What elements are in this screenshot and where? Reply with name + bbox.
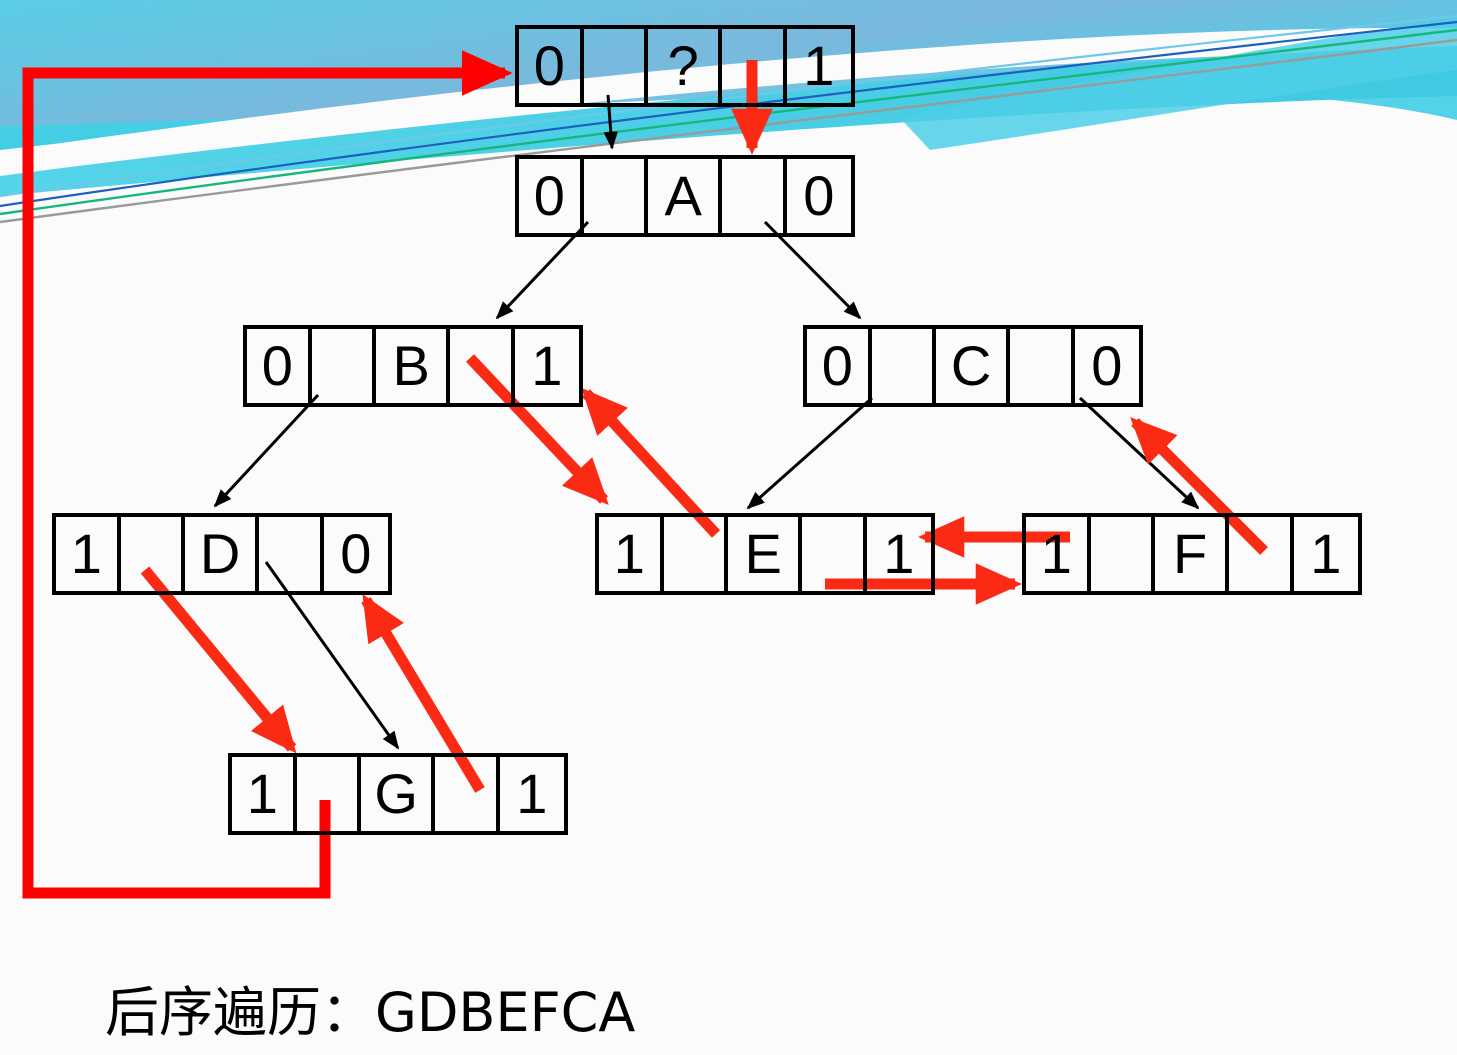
node-d-data: D — [185, 517, 260, 591]
node-d-ltag: 1 — [56, 517, 121, 591]
node-f-rtag: 1 — [1310, 522, 1342, 585]
node-b-lchild — [312, 329, 377, 403]
node-e-ltag: 1 — [599, 517, 664, 591]
node-g-data: G — [361, 757, 436, 831]
head-lchild — [584, 29, 649, 103]
node-d-rchild — [259, 517, 324, 591]
thread-f-rthread-up-to-c — [1130, 417, 1268, 555]
traversal-caption-cn: 后序遍历： — [105, 981, 375, 1044]
traversal-caption: 后序遍历：GDBEFCA — [105, 968, 635, 1047]
thread-e-lthread-up-to-b — [581, 387, 721, 538]
node-b-rtag: 1 — [531, 334, 563, 397]
node-c-data: C — [936, 329, 1011, 403]
node-b: 0 B 1 — [243, 325, 583, 407]
node-e-rchild — [802, 517, 867, 591]
node-e-data: E — [728, 517, 803, 591]
node-f-ltag: 1 — [1026, 517, 1091, 591]
node-a-rtag: 0 — [803, 164, 835, 227]
node-g: 1 G 1 — [228, 753, 568, 835]
node-g-rtag: 1 — [516, 762, 548, 825]
node-f-data: F — [1155, 517, 1230, 591]
edge-a-rchild-to-c — [763, 220, 862, 320]
head-rtag: 1 — [803, 34, 835, 97]
node-a: 0 A 0 — [515, 155, 855, 237]
node-d-rtag: 0 — [340, 522, 372, 585]
node-a-rchild — [722, 159, 787, 233]
edge-b-lchild-to-d — [213, 393, 320, 508]
thread-g-lthread-around-to-head — [22, 50, 513, 899]
node-c-rchild — [1010, 329, 1075, 403]
node-c: 0 C 0 — [803, 325, 1143, 407]
thread-g-rthread-up-to-d — [361, 594, 485, 793]
head-rchild — [722, 29, 787, 103]
node-a-data: A — [648, 159, 723, 233]
node-g-rchild — [435, 757, 500, 831]
node-a-lchild — [584, 159, 649, 233]
node-a-ltag: 0 — [519, 159, 584, 233]
node-c-ltag: 0 — [807, 329, 872, 403]
edge-c-lchild-to-e — [746, 396, 873, 510]
node-e-lchild — [664, 517, 729, 591]
traversal-caption-sequence: GDBEFCA — [375, 981, 636, 1044]
node-g-ltag: 1 — [232, 757, 297, 831]
node-b-ltag: 0 — [247, 329, 312, 403]
node-b-data: B — [376, 329, 451, 403]
node-e: 1 E 1 — [595, 513, 935, 595]
node-e-rtag: 1 — [883, 522, 915, 585]
head-ltag: 0 — [519, 29, 584, 103]
edge-c-rchild-to-f — [1078, 396, 1200, 510]
node-f-rchild — [1229, 517, 1294, 591]
node-d-lchild — [121, 517, 186, 591]
node-d: 1 D 0 — [52, 513, 392, 595]
node-c-rtag: 0 — [1091, 334, 1123, 397]
edge-a-lchild-to-b — [495, 220, 590, 320]
head-data: ? — [648, 29, 723, 103]
node-f-lchild — [1091, 517, 1156, 591]
node-f: 1 F 1 — [1022, 513, 1362, 595]
node-b-rchild — [450, 329, 515, 403]
thread-b-rthread-down-to-e — [465, 354, 609, 506]
node-c-lchild — [872, 329, 937, 403]
thread-d-lthread-down-to-g — [140, 566, 297, 754]
node-g-lchild — [297, 757, 362, 831]
node-head: 0 ? 1 — [515, 25, 855, 107]
